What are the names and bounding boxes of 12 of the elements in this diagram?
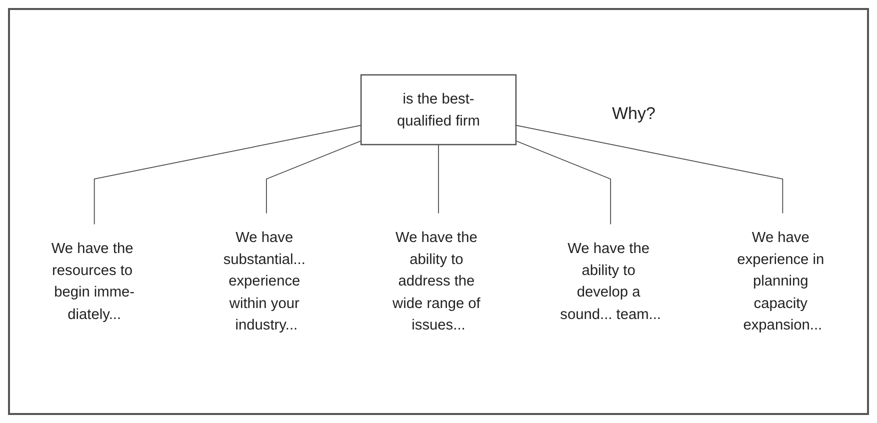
node-text: We have the resources to begin imme-diately... [51, 239, 135, 322]
node-text: We have substantial... experience within your industry... [223, 228, 306, 333]
node-text: We have the ability to develop a sound... team... [560, 239, 661, 322]
connector [516, 124, 784, 214]
node-text: We have experience in planning capacity expansion... [737, 228, 824, 333]
connector [438, 144, 439, 214]
connector [516, 140, 612, 224]
node-text: We have the ability to address the wide range of issues... [392, 228, 480, 333]
connector [266, 140, 362, 214]
connector [94, 124, 362, 224]
node-box: is the best-qualified firm [360, 74, 517, 145]
annotation-text: Why? [612, 104, 656, 124]
